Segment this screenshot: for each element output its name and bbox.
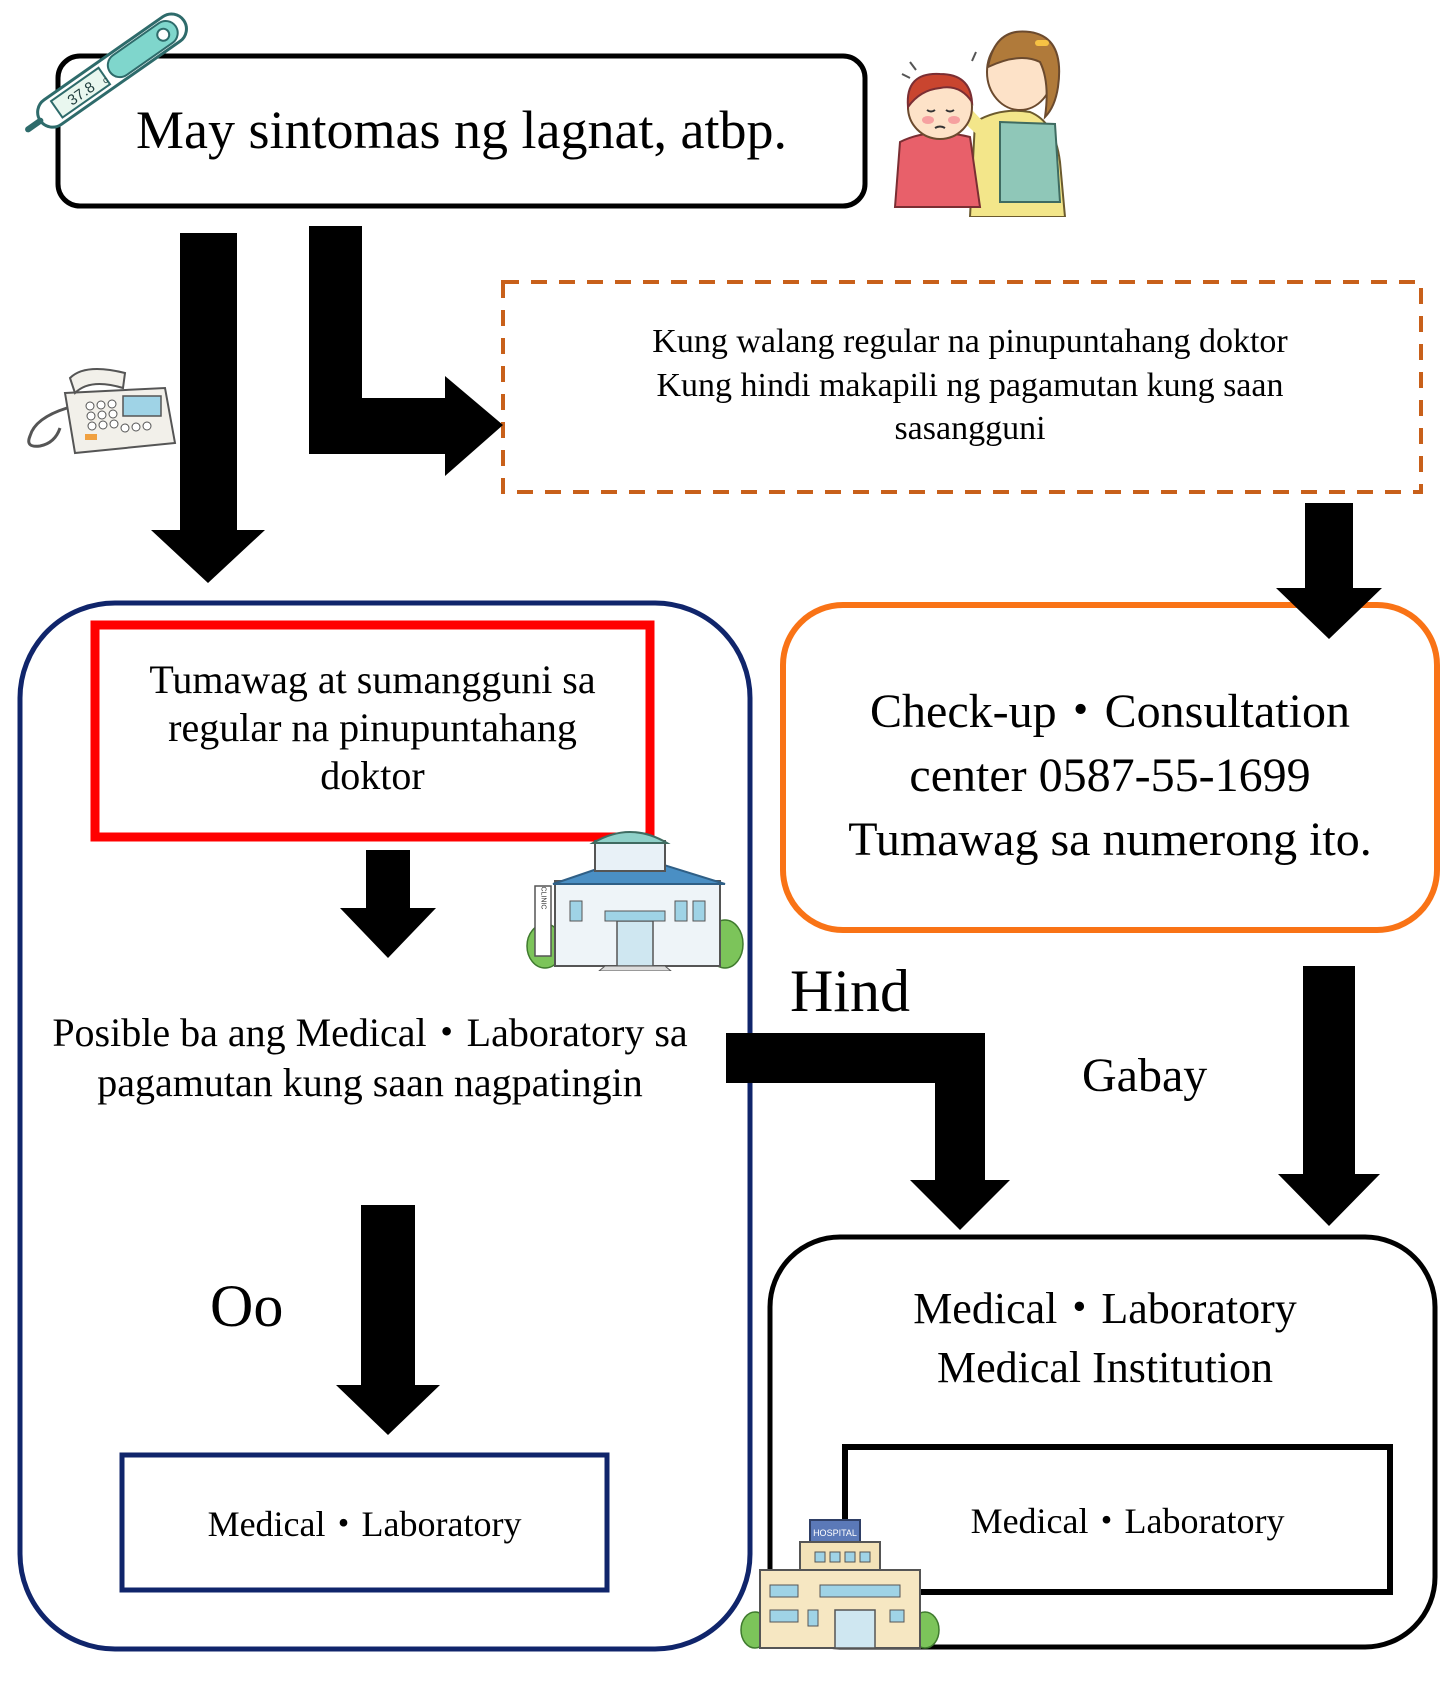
hospital-sign: HOSPITAL [813, 1528, 857, 1538]
call-doctor-box [90, 620, 655, 842]
clinic-icon: CLINIC [526, 831, 744, 971]
arrow-no [726, 1033, 1010, 1230]
sick-child-icon [893, 30, 1067, 217]
center-line3: Tumawag sa numerong ito. [848, 813, 1372, 866]
arrow-to-question [340, 850, 436, 958]
result-left-box [119, 1452, 610, 1593]
call-doctor-text: Tumawag at sumangguni sa regular na pinu… [149, 657, 596, 798]
clinic-sign: CLINIC [540, 887, 547, 910]
no-doctor-line1: Kung walang regular na pinupuntahang dok… [652, 323, 1288, 360]
institution-inner-text: Medical・Laboratory [970, 1501, 1285, 1541]
left-group-box [17, 600, 753, 1652]
center-line2: center 0587-55-1699 [909, 749, 1311, 802]
guide-label: Gabay [1082, 1049, 1208, 1102]
arrow-yes [336, 1205, 440, 1435]
thermometer-icon: 37.8 c [25, 12, 188, 133]
center-line1: Check-up・Consultation [870, 685, 1350, 738]
answer-yes-label: Oo [210, 1273, 284, 1339]
arrow-to-no-doctor [309, 226, 503, 476]
no-doctor-line2: Kung hindi makapili ng pagamutan kung sa… [656, 367, 1284, 447]
institution-line1: Medical・Laboratory [913, 1284, 1297, 1333]
result-left-text: Medical・Laboratory [207, 1504, 522, 1544]
telephone-icon [27, 368, 177, 455]
arrow-guide [1278, 966, 1380, 1226]
thermometer-unit: c [100, 75, 110, 86]
institution-line2: Medical Institution [936, 1343, 1274, 1392]
hospital-icon: HOSPITAL [740, 1519, 940, 1649]
start-box [55, 53, 868, 209]
start-text: May sintomas ng lagnat, atbp. [136, 100, 787, 160]
answer-no-label: Hind [790, 958, 910, 1024]
question-text: Posible ba ang Medical・Laboratory sa pag… [52, 1010, 688, 1105]
no-doctor-box [501, 280, 1423, 494]
arrow-to-center [1276, 503, 1382, 639]
center-box [780, 602, 1440, 933]
arrow-down-left [151, 233, 265, 583]
